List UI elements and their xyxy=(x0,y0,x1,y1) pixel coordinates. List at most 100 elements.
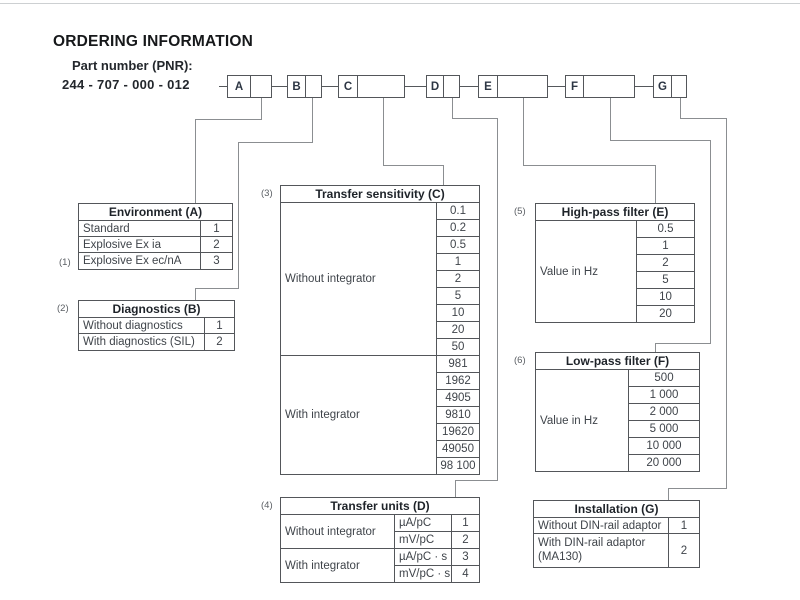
transfer-units-title: Transfer units (D) xyxy=(281,498,479,515)
pnr-box-b: B xyxy=(287,75,322,98)
group-values: 500 1 000 2 000 5 000 10 000 20 000 xyxy=(629,370,699,471)
value-cell: 2 000 xyxy=(629,404,699,421)
diagnostics-table-title: Diagnostics (B) xyxy=(79,301,234,318)
table-row: mV/pC · s 4 xyxy=(395,566,479,582)
pnr-box-a-letter: A xyxy=(228,76,251,97)
value-cell: 9810 xyxy=(437,407,479,424)
value-cell: 2 xyxy=(462,534,469,546)
pnr-box-b-letter: B xyxy=(288,76,306,97)
transfer-sensitivity-title: Transfer sensitivity (C) xyxy=(281,186,479,203)
part-number-label: Part number (PNR): xyxy=(72,58,193,73)
group-values: 981 1962 4905 9810 19620 49050 98 100 xyxy=(437,356,479,474)
value-cell: 500 xyxy=(629,370,699,387)
pnr-box-e: E xyxy=(478,75,548,98)
row-value: 2 xyxy=(668,534,699,567)
value-cell: 0.5 xyxy=(637,221,694,238)
value-cell: 5 xyxy=(437,288,479,305)
pnr-box-d: D xyxy=(426,75,460,98)
table-row: µA/pC 1 xyxy=(395,515,479,532)
row-label: With DIN-rail adaptor (MA130) xyxy=(538,537,646,563)
value-cell: 0.2 xyxy=(437,220,479,237)
row-value: 1 xyxy=(200,221,232,236)
value-cell: 1 000 xyxy=(629,387,699,404)
row-value: 2 xyxy=(204,334,234,350)
table-row: Explosive Ex ia 2 xyxy=(79,237,232,253)
row-label: Explosive Ex ec/nA xyxy=(83,255,182,267)
row-value: 1 xyxy=(204,318,234,333)
part-number-value: 244 - 707 - 000 - 012 xyxy=(62,77,190,92)
value-cell: 0.1 xyxy=(437,203,479,220)
footnote-4: (4) xyxy=(261,500,273,511)
environment-table-title: Environment (A) xyxy=(79,204,232,221)
pnr-box-e-blank xyxy=(498,76,547,97)
value-cell: 20 xyxy=(659,308,672,320)
value-group: Value in Hz 500 1 000 2 000 5 000 10 000… xyxy=(536,370,699,471)
pnr-box-f-blank xyxy=(584,76,634,97)
pnr-box-d-letter: D xyxy=(427,76,444,97)
value-cell: 4905 xyxy=(437,390,479,407)
value-cell: 2 xyxy=(637,255,694,272)
footnote-5: (5) xyxy=(514,206,526,217)
pnr-box-g-blank xyxy=(672,76,686,97)
group-label: Value in Hz xyxy=(536,370,629,471)
row-label: Without DIN-rail adaptor xyxy=(538,520,662,532)
value-cell: 19620 xyxy=(437,424,479,441)
unit-cell: mV/pC · s xyxy=(395,566,452,582)
value-cell: 10 xyxy=(637,289,694,306)
row-label: With diagnostics (SIL) xyxy=(83,336,195,348)
installation-title: Installation (G) xyxy=(534,501,699,518)
unit-cell: µA/pC · s xyxy=(395,549,452,565)
value-cell: 20 000 xyxy=(646,457,682,469)
value-cell: 0.5 xyxy=(437,237,479,254)
group-label: Without integrator xyxy=(281,203,437,355)
group-label: Without integrator xyxy=(281,515,395,548)
without-integrator-group: Without integrator µA/pC 1 mV/pC 2 xyxy=(281,515,479,549)
value-cell: 49050 xyxy=(437,441,479,458)
footnote-6: (6) xyxy=(514,355,526,366)
table-row: Standard 1 xyxy=(79,221,232,237)
low-pass-filter-table: Low-pass filter (F) Value in Hz 500 1 00… xyxy=(535,352,700,472)
pnr-box-f: F xyxy=(565,75,635,98)
high-pass-filter-table: High-pass filter (E) Value in Hz 0.5 1 2… xyxy=(535,203,695,323)
installation-table: Installation (G) Without DIN-rail adapto… xyxy=(533,500,700,568)
pnr-box-b-blank xyxy=(306,76,321,97)
value-cell: 3 xyxy=(462,551,469,563)
pnr-box-c: C xyxy=(338,75,405,98)
value-cell: 5 xyxy=(637,272,694,289)
value-group: Value in Hz 0.5 1 2 5 10 20 xyxy=(536,221,694,322)
table-row: With diagnostics (SIL) 2 xyxy=(79,334,234,350)
pnr-box-c-blank xyxy=(358,76,404,97)
table-row: Without diagnostics 1 xyxy=(79,318,234,334)
footnote-1: (1) xyxy=(59,257,71,268)
footnote-2: (2) xyxy=(57,303,69,314)
group-label: With integrator xyxy=(281,549,395,582)
row-label: Explosive Ex ia xyxy=(83,239,161,251)
value-cell: 1 xyxy=(637,238,694,255)
value-cell: 1 xyxy=(462,517,469,529)
row-label: Standard xyxy=(83,223,130,235)
group-rows: µA/pC · s 3 mV/pC · s 4 xyxy=(395,549,479,582)
group-values: 0.1 0.2 0.5 1 2 5 10 20 50 xyxy=(437,203,479,355)
row-value: 2 xyxy=(200,237,232,252)
unit-cell: mV/pC xyxy=(395,532,452,548)
value-cell: 1962 xyxy=(437,373,479,390)
page-top-border xyxy=(0,3,800,4)
value-cell: 20 xyxy=(437,322,479,339)
value-cell: 10 xyxy=(437,305,479,322)
table-row: µA/pC · s 3 xyxy=(395,549,479,566)
value-cell: 1 xyxy=(437,254,479,271)
footnote-3: (3) xyxy=(261,188,273,199)
value-cell: 981 xyxy=(437,356,479,373)
table-row: Explosive Ex ec/nA 3 xyxy=(79,253,232,269)
page-title: ORDERING INFORMATION xyxy=(53,33,254,50)
row-label: Without diagnostics xyxy=(83,320,183,332)
environment-table: Environment (A) Standard 1 Explosive Ex … xyxy=(78,203,233,270)
table-row: Without DIN-rail adaptor 1 xyxy=(534,518,699,534)
transfer-units-table: Transfer units (D) Without integrator µA… xyxy=(280,497,480,583)
without-integrator-group: Without integrator 0.1 0.2 0.5 1 2 5 10 … xyxy=(281,203,479,356)
transfer-sensitivity-table: Transfer sensitivity (C) Without integra… xyxy=(280,185,480,475)
value-cell: 98 100 xyxy=(440,460,476,472)
table-row: mV/pC 2 xyxy=(395,532,479,548)
